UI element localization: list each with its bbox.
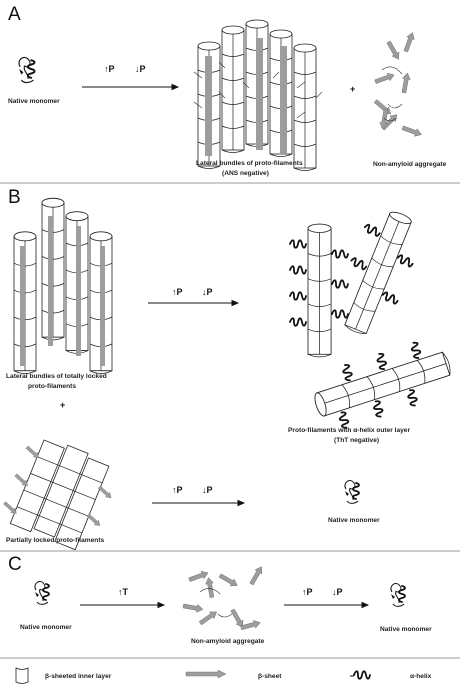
- panel-b-locked-label-2: proto-filaments: [28, 383, 76, 390]
- panel-a-native-label: Native monomer: [8, 98, 60, 105]
- panel-b-partially-locked: [2, 439, 114, 551]
- panel-a-non-amyloid-aggregate: [372, 31, 423, 139]
- panel-b-letter: B: [8, 187, 21, 208]
- legend-helix-icon: [350, 670, 371, 680]
- panel-b-arrow-1-up-label: ↑P: [172, 287, 183, 297]
- legend-helix-label: α-helix: [410, 673, 432, 680]
- panel-c-native-monomer-right-glyph: [390, 582, 406, 608]
- panel-c-arrow-1-up-label: ↑T: [118, 587, 129, 597]
- legend-sheet-icon: [185, 669, 227, 679]
- legend-sheet-label: β-sheet: [258, 673, 282, 680]
- panel-a-bundles-label-1: Lateral bundles of proto-filaments: [196, 160, 303, 167]
- panel-c-arrow-2-down-label: ↓P: [332, 587, 343, 597]
- panel-b-helixfil-label-1: Proto-filaments with α-helix outer layer: [288, 427, 410, 434]
- panel-b-native-label: Native monomer: [328, 517, 380, 524]
- panel-a-letter: A: [8, 4, 21, 25]
- panel-c-native-right-label: Native monomer: [380, 626, 432, 633]
- panel-a-arrow-down-label: ↓P: [135, 64, 146, 74]
- panel-b-locked-label-1: Lateral bundles of totally locked: [6, 373, 107, 380]
- panel-c-native-monomer-left-glyph: [34, 580, 50, 606]
- panel-b-helixfil-label-2: (ThT negative): [334, 437, 379, 444]
- panel-a-plus: +: [350, 84, 355, 94]
- panel-a-aggregate-label: Non-amyloid aggregate: [373, 161, 447, 168]
- panel-c-letter: C: [8, 554, 22, 575]
- panel-b-arrow-2-down-label: ↓P: [202, 485, 213, 495]
- panel-a-native-monomer-glyph: [18, 56, 36, 84]
- panel-b-arrow-2-up-label: ↑P: [172, 485, 183, 495]
- panel-b-native-monomer-glyph: [344, 479, 360, 505]
- panel-b-locked-bundles: [13, 197, 113, 374]
- panel-c-aggregate-label: Non-amyloid aggregate: [191, 638, 265, 645]
- panel-b-helix-filaments: [289, 209, 453, 430]
- legend-inner-layer-icon: [15, 667, 29, 684]
- panel-a-bundles-label-2: (ANS negative): [222, 170, 269, 177]
- panel-a-arrow-up-label: ↑P: [104, 64, 115, 74]
- panel-b-arrow-1-down-label: ↓P: [202, 287, 213, 297]
- panel-c-non-amyloid-aggregate: [182, 564, 266, 632]
- panel-a-lateral-bundles: [193, 19, 323, 171]
- panel-b-partial-label: Partially locked proto-filaments: [6, 537, 105, 544]
- panel-c-arrow-2-up-label: ↑P: [302, 587, 313, 597]
- panel-c-native-left-label: Native monomer: [20, 624, 72, 631]
- panel-b-plus: +: [60, 400, 65, 410]
- legend-inner-label: β-sheeted inner layer: [45, 673, 112, 680]
